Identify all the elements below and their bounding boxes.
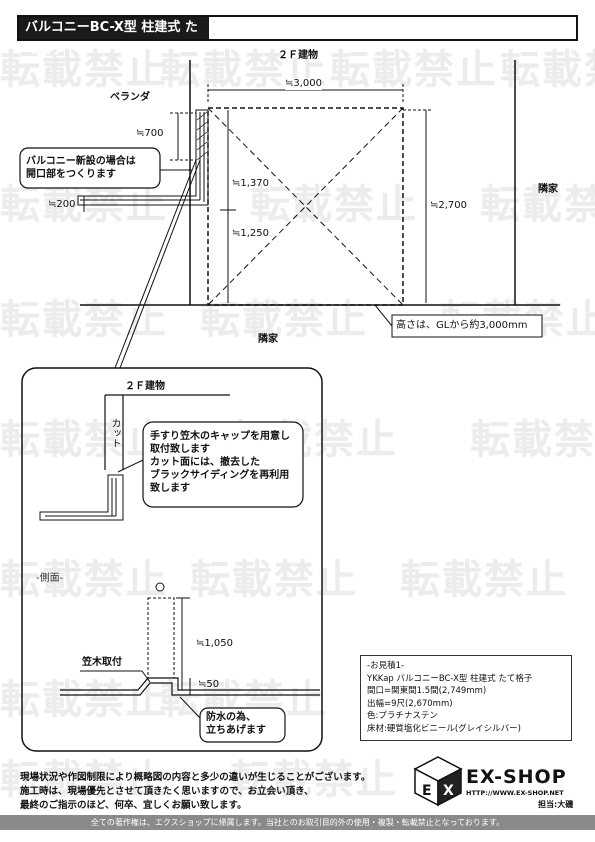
svg-text:X: X	[443, 783, 454, 799]
dim-2700: ≒2,700	[430, 200, 468, 211]
label-2f-building: ２Ｆ建物	[278, 50, 318, 61]
callout-opening: バルコニー新設の場合は 開口部をつくります	[26, 155, 136, 181]
dim-200: ≒200	[48, 199, 76, 210]
watermark-text: 転載禁止	[400, 557, 568, 603]
dim-700: ≒700	[136, 128, 164, 139]
callout-water: 防水の為、 立ちあげます	[206, 711, 266, 737]
watermark-text: 転載禁止	[250, 182, 418, 228]
watermark-text: 転載禁止	[330, 47, 498, 93]
estimate-line: YKKap バルコニーBC-X型 柱建式 たて格子	[367, 673, 533, 684]
callout-opening-line: 開口部をつくります	[26, 169, 116, 180]
callout-cap-line: 取付致します	[150, 444, 210, 455]
watermark-text: 転載禁止	[200, 297, 368, 343]
logo-name: EX-SHOP	[466, 766, 567, 788]
dim-1370: ≒1,370	[232, 178, 270, 189]
disclaimer-line: 施工時は、現場優先とさせて頂きたく思いますので、お立会い頂き、	[20, 786, 314, 797]
label-detail-2f-building: ２Ｆ建物	[125, 381, 165, 392]
dim-50: ≒50	[198, 679, 220, 690]
staff-name: 担当:大磯	[538, 800, 574, 809]
label-neighbor-bottom: 隣家	[258, 334, 278, 345]
watermark-text: 転載禁止	[190, 557, 358, 603]
estimate-heading: -お見積1-	[367, 661, 405, 671]
callout-water-line: 立ちあげます	[206, 725, 266, 736]
watermark-text: 転載禁止	[0, 417, 168, 463]
disclaimer: 現場状況や作図制限により概略図の内容と多少の違いが生じることがございます。 施工…	[20, 771, 370, 813]
disclaimer-line: 現場状況や作図制限により概略図の内容と多少の違いが生じることがございます。	[20, 772, 371, 783]
dim-1250: ≒1,250	[232, 228, 270, 239]
watermark-text: 転載禁止	[0, 47, 168, 93]
estimate-line: 床材:硬質塩化ビニール(グレイシルバー)	[367, 723, 521, 734]
label-veranda: ベランダ	[110, 92, 150, 103]
dim-width: ≒3,000	[285, 78, 323, 90]
callout-cap-line: 致します	[150, 483, 190, 494]
logo-url[interactable]: HTTP://WWW.EX-SHOP.NET	[466, 789, 564, 797]
label-neighbor-right: 隣家	[538, 184, 558, 195]
callout-height: 高さは、GLから約3,000mm	[396, 320, 528, 331]
watermark-text: 転載禁止	[0, 757, 168, 803]
label-side-view: -側面-	[36, 573, 64, 584]
callout-cap-line: ブラックサイディングを再利用	[150, 470, 290, 481]
watermark-text: 転載禁止	[470, 417, 595, 463]
callout-cap-line: 手すり笠木のキャップを用意し	[150, 431, 290, 442]
watermark-text: 転載禁止	[230, 757, 398, 803]
callout-water-line: 防水の為、	[206, 712, 256, 723]
estimate-line: 出幅=9尺(2,670mm)	[367, 698, 453, 709]
watermark-text: 転載禁止	[480, 182, 595, 228]
callout-opening-line: バルコニー新設の場合は	[26, 156, 136, 167]
callout-cap-line: カット面には、撤去した	[150, 457, 260, 468]
estimate-line: 間口=関東間1.5間(2,749mm)	[367, 686, 487, 696]
estimate-box: -お見積1- YKKap バルコニーBC-X型 柱建式 たて格子 間口=関東間1…	[360, 655, 572, 741]
dim-1050: ≒1,050	[196, 638, 234, 649]
watermark-text: 転載禁止	[500, 47, 595, 93]
estimate-line: 色:プラチナステン	[367, 711, 438, 721]
disclaimer-line: 最終のご指示のほど、何卒、宜しくお願い致します。	[20, 800, 247, 811]
label-cut: カット	[109, 418, 120, 448]
svg-text:E: E	[422, 783, 432, 799]
page-title: バルコニーBC-X型 柱建式 たて格子	[19, 17, 209, 57]
watermark-text: 転載禁止	[0, 557, 168, 603]
copyright-footer: 全ての著作権は、エクスショップに帰属します。当社とのお取引目的外の使用・複製・転…	[0, 815, 595, 830]
label-kasagi: 笠木取付	[82, 657, 122, 668]
ex-shop-logo-icon: E X	[413, 756, 463, 807]
callout-cap: 手すり笠木のキャップを用意し 取付致します カット面には、撤去した ブラックサイ…	[150, 430, 290, 495]
watermark-text: 転載禁止	[0, 677, 168, 723]
